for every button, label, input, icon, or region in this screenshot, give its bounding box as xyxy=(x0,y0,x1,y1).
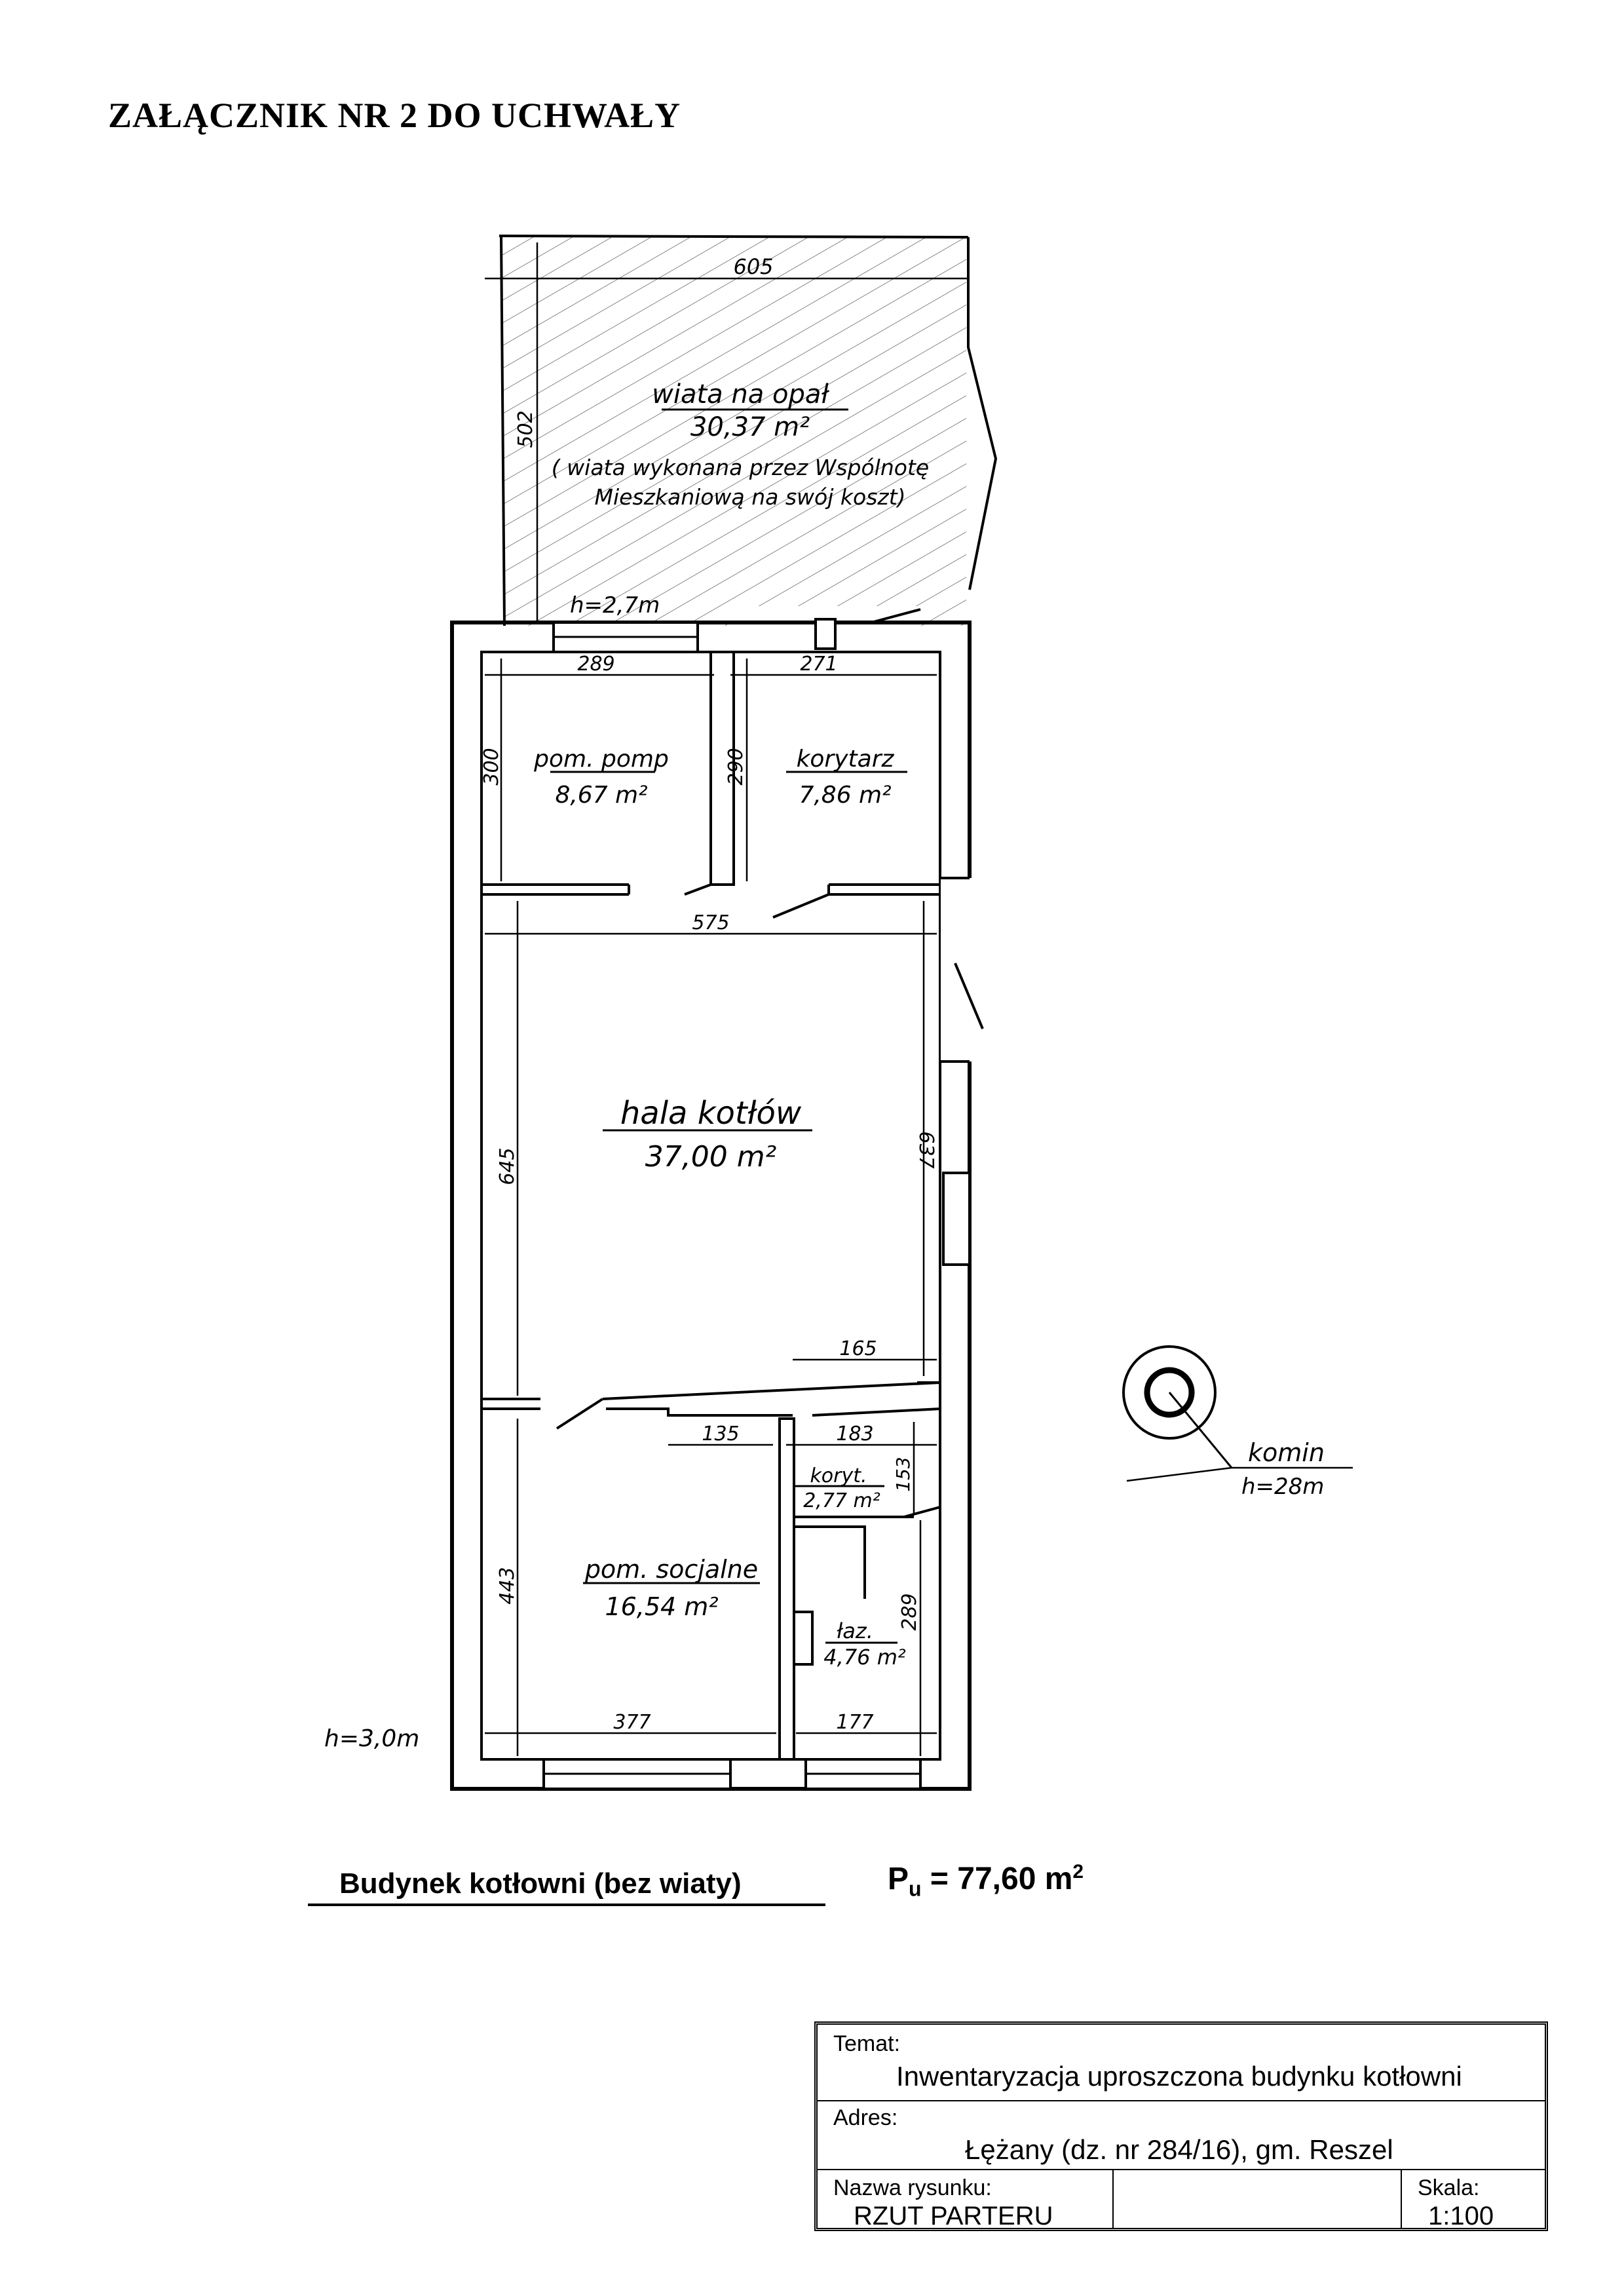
entrance-door xyxy=(954,963,984,1029)
floor-plan: wiata na opał 30,37 m² ( wiata wykonana … xyxy=(324,235,1353,1791)
corridor-area: 7,86 m² xyxy=(799,782,891,809)
dim-177: 177 xyxy=(836,1711,873,1734)
document-heading: ZAŁĄCZNIK NR 2 DO UCHWAŁY xyxy=(108,96,681,135)
dim-645: 645 xyxy=(496,1147,519,1185)
title-block-address-row: Adres: Łężany (dz. nr 284/16), gm. Resze… xyxy=(818,2100,1545,2170)
bathroom-name: łaz. xyxy=(837,1618,873,1643)
door-pump-room xyxy=(684,883,711,896)
window-right xyxy=(942,1172,971,1266)
small-corridor-area: 2,77 m² xyxy=(803,1489,880,1512)
chimney-outer-circle xyxy=(1122,1345,1217,1440)
dim-135: 135 xyxy=(702,1423,739,1445)
chimney-inner-circle xyxy=(1144,1367,1195,1418)
building-height: h=3,0m xyxy=(324,1725,419,1752)
woodshed-top-edge xyxy=(499,235,969,239)
woodshed-left-edge xyxy=(500,235,506,626)
dim-153: 153 xyxy=(892,1457,914,1491)
dim-165: 165 xyxy=(839,1337,877,1360)
chimney-height: h=28m xyxy=(1241,1474,1324,1500)
dim-502: 502 xyxy=(514,410,537,448)
topic-label: Temat: xyxy=(833,2031,901,2056)
drawing-label: Nazwa rysunku: xyxy=(833,2175,992,2200)
woodshed-note-2: Mieszkaniową na swój koszt) xyxy=(594,484,905,510)
pump-room-name: pom. pomp xyxy=(533,746,669,773)
woodshed-note-1: ( wiata wykonana przez Wspólnotę xyxy=(552,455,929,480)
usable-area: Pu = 77,60 m2 xyxy=(888,1861,1084,1902)
title-block-topic-row: Temat: Inwentaryzacja uproszczona budynk… xyxy=(818,2025,1545,2101)
social-room-area: 16,54 m² xyxy=(605,1592,718,1621)
dim-575: 575 xyxy=(692,911,729,934)
summary-underline xyxy=(308,1904,825,1906)
dim-605: 605 xyxy=(733,254,773,279)
area-value: = 77,60 m xyxy=(921,1862,1073,1896)
title-block-drawing-cell: Nazwa rysunku: RZUT PARTERU xyxy=(818,2169,1114,2230)
dim-290: 290 xyxy=(725,748,747,785)
dim-300: 300 xyxy=(480,748,503,785)
dim-377: 377 xyxy=(613,1711,651,1734)
woodshed-hatch xyxy=(501,236,966,626)
dim-443: 443 xyxy=(496,1567,519,1604)
scale-label: Skala: xyxy=(1418,2175,1480,2200)
door-corridor xyxy=(772,893,829,919)
partition-pump-corridor xyxy=(709,651,735,886)
boiler-hall-area: 37,00 m² xyxy=(645,1140,776,1174)
woodshed-name: wiata na opał xyxy=(652,379,829,410)
bathroom-area: 4,76 m² xyxy=(823,1645,906,1670)
door-bath xyxy=(903,1506,941,1518)
chimney-label: komin xyxy=(1248,1438,1325,1467)
dim-271: 271 xyxy=(800,653,837,676)
dimension-lines xyxy=(485,242,1353,1756)
woodshed-area: 30,37 m² xyxy=(690,412,810,442)
summary-label: Budynek kotłowni (bez wiaty) xyxy=(339,1867,742,1900)
area-subscript: u xyxy=(909,1877,922,1901)
drawing-value: RZUT PARTERU xyxy=(854,2202,1053,2230)
topic-value: Inwentaryzacja uproszczona budynku kotło… xyxy=(896,2061,1462,2092)
bath-wall xyxy=(794,1525,866,1599)
social-room-name: pom. socjalne xyxy=(584,1555,758,1584)
area-superscript: 2 xyxy=(1072,1861,1084,1883)
dim-289-bath: 289 xyxy=(898,1593,921,1630)
right-wall-gap xyxy=(941,878,972,1062)
pump-room-area: 8,67 m² xyxy=(555,782,647,809)
area-prefix: P xyxy=(888,1862,909,1896)
partition-social-bath xyxy=(778,1417,795,1761)
title-block: Temat: Inwentaryzacja uproszczona budynk… xyxy=(814,2021,1548,2231)
woodshed-height: h=2,7m xyxy=(570,592,660,619)
door-social xyxy=(556,1398,604,1430)
corridor-name: korytarz xyxy=(797,746,895,773)
chimney-vent xyxy=(814,618,837,650)
boiler-hall-name: hala kotłów xyxy=(620,1095,802,1132)
address-value: Łężany (dz. nr 284/16), gm. Reszel xyxy=(965,2134,1393,2165)
dim-637: 637 xyxy=(915,1131,937,1168)
title-block-scale-cell: Skala: 1:100 xyxy=(1401,2169,1545,2230)
dim-183: 183 xyxy=(836,1423,873,1445)
woodshed-right-edge xyxy=(967,237,998,590)
address-label: Adres: xyxy=(833,2105,898,2130)
dim-289-top: 289 xyxy=(577,653,614,676)
small-corridor-name: koryt. xyxy=(810,1464,867,1487)
scale-value: 1:100 xyxy=(1428,2202,1494,2230)
